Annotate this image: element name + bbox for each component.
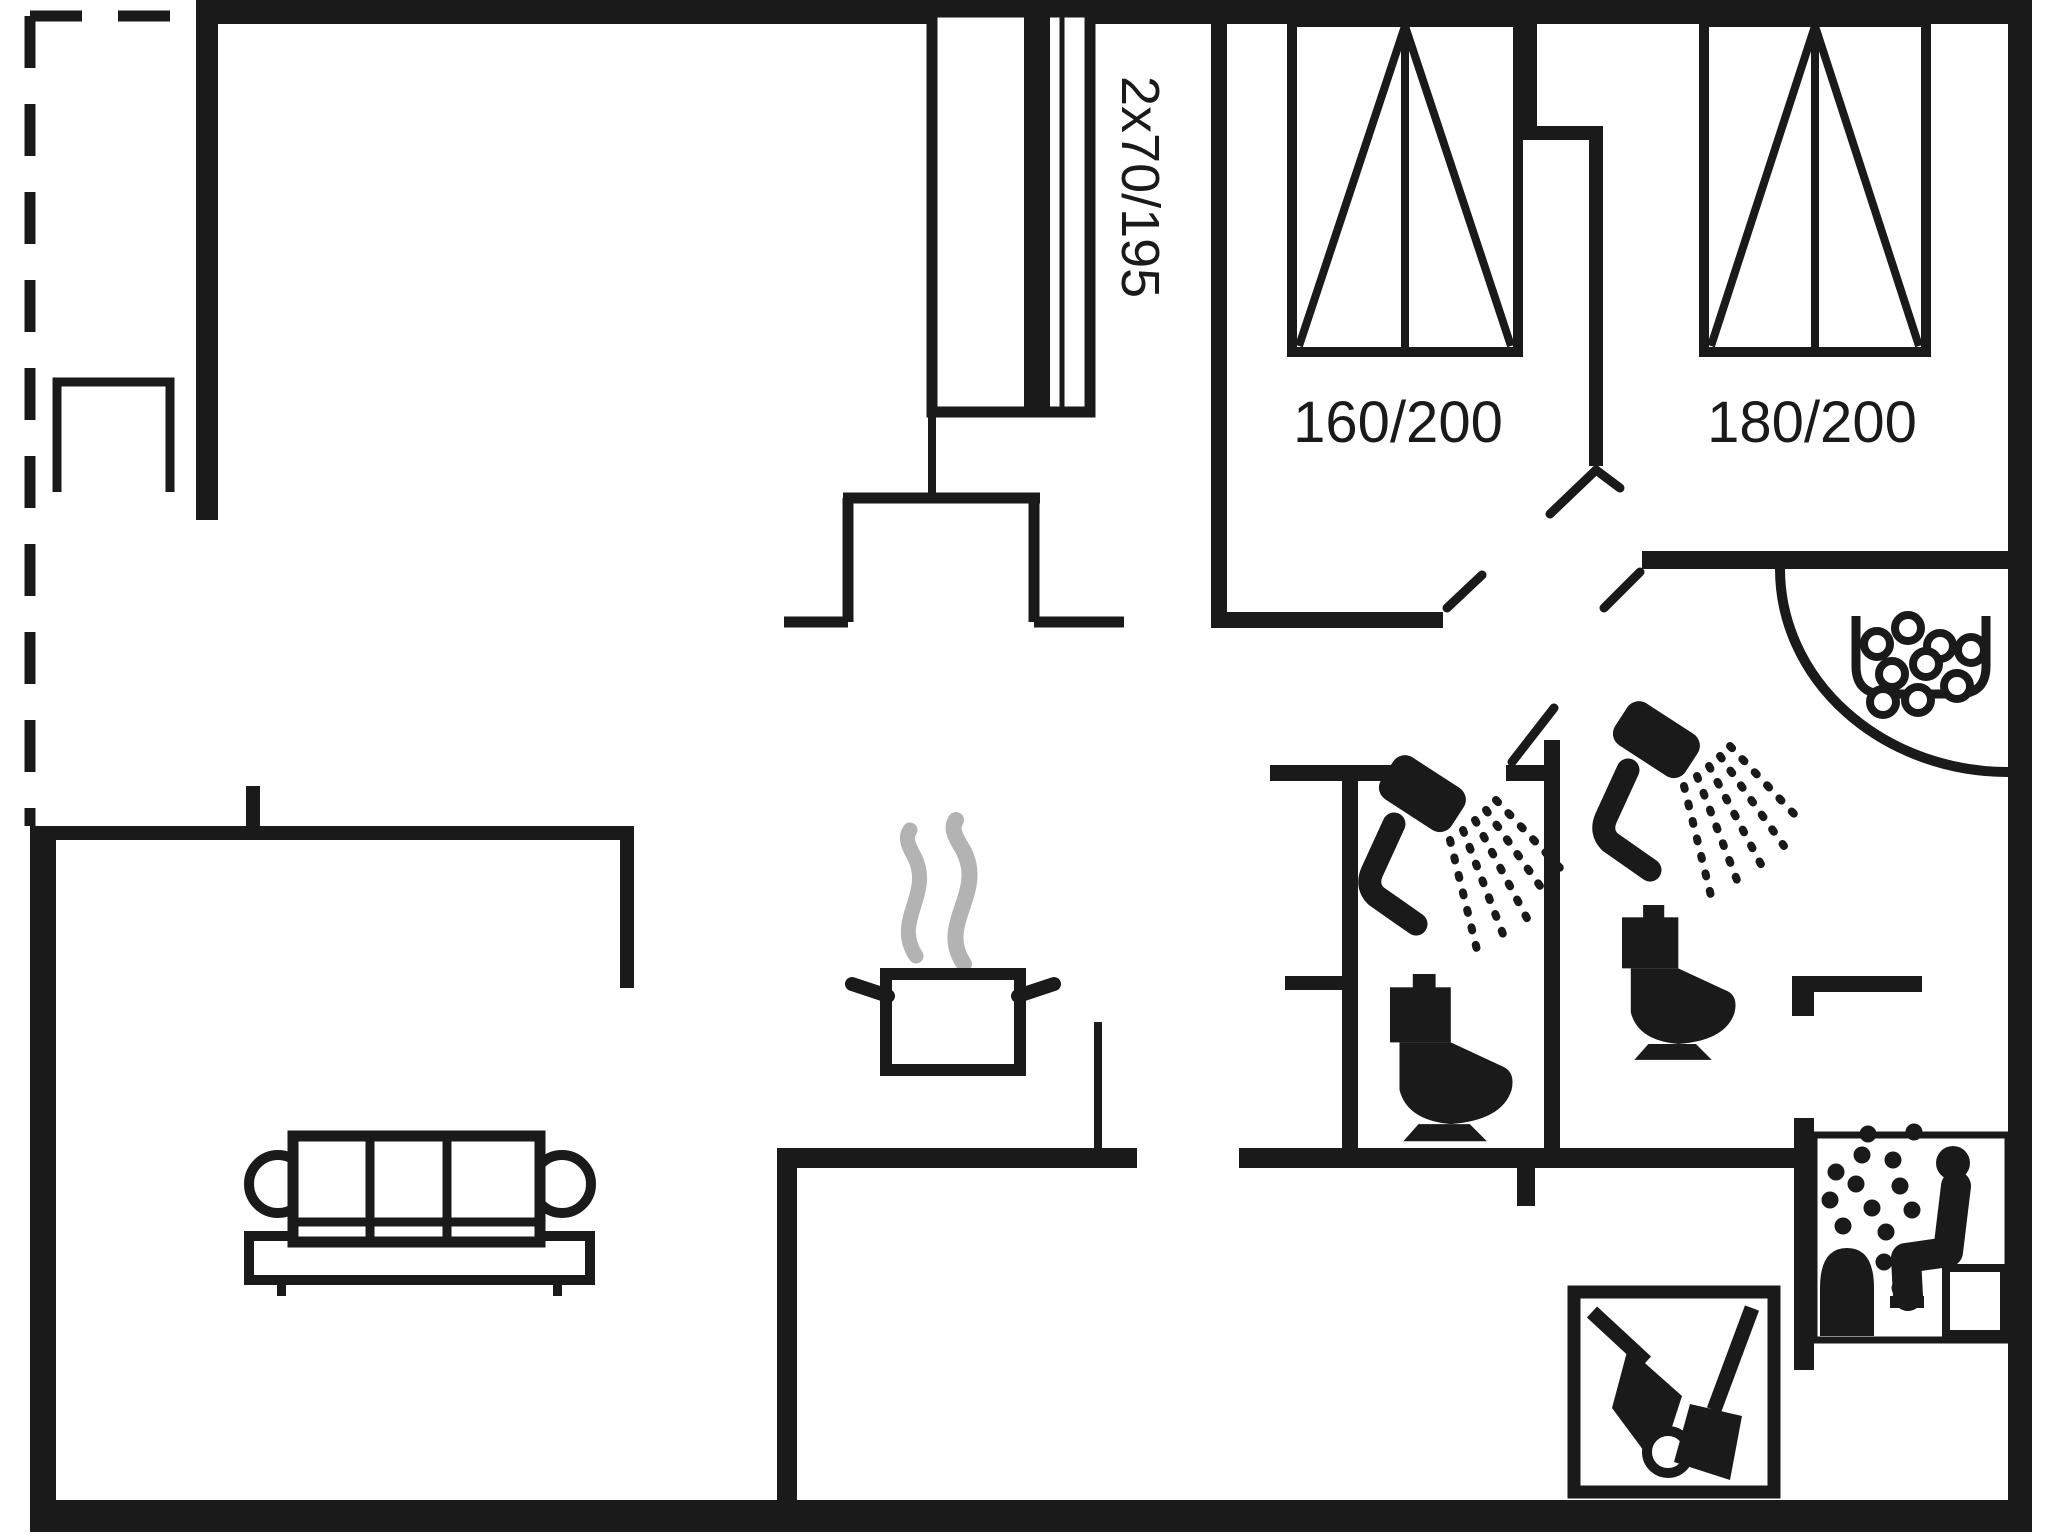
steam-swirl bbox=[945, 812, 978, 972]
outer-walls bbox=[30, 0, 2032, 1532]
wall-bedroom2-bottom bbox=[1642, 551, 2008, 569]
sauna-heater-icon bbox=[1820, 1248, 1874, 1336]
bunk-bed-icon bbox=[926, 6, 1096, 418]
shovel-handle bbox=[1586, 1306, 1652, 1368]
wall-bedrooms-upper bbox=[1523, 24, 1537, 134]
fireplace-icon bbox=[1567, 1285, 1781, 1499]
bunk-bed-size-label: 2x70/195 bbox=[1110, 76, 1170, 298]
broom-handle bbox=[1706, 1305, 1760, 1413]
wall-bath1-top-left bbox=[1270, 765, 1408, 781]
bunk-bed-ladder bbox=[1024, 17, 1050, 407]
door-swings bbox=[1442, 465, 1645, 767]
pot-handle bbox=[1011, 977, 1061, 1003]
pot-body bbox=[880, 968, 1026, 1076]
steam-swirl bbox=[899, 822, 927, 964]
wall-bath2-right bbox=[1792, 976, 1922, 992]
wall-kitchen-bottom-left bbox=[777, 1148, 1137, 1168]
wall-between-baths bbox=[1544, 740, 1560, 1160]
door-swing bbox=[1599, 567, 1645, 613]
wall-stub-bath bbox=[1517, 1148, 1535, 1206]
wall-sauna-left bbox=[1794, 1118, 1814, 1370]
wall-bedroom1-left bbox=[1211, 24, 1227, 628]
pot-handle bbox=[845, 977, 895, 1003]
double-bed-icon bbox=[1699, 17, 1931, 357]
wall-bottom bbox=[30, 1500, 2032, 1532]
whirlpool-bubbles bbox=[1860, 611, 1988, 719]
hall-spur-walls bbox=[784, 412, 1124, 628]
terrace-steps-icon bbox=[52, 377, 175, 492]
bed-size-label: 160/200 bbox=[1293, 390, 1503, 455]
whirlpool-arc bbox=[1775, 568, 2009, 777]
wall-bath1-tee bbox=[1285, 976, 1355, 990]
double-bed-icon bbox=[1287, 17, 1523, 357]
cooking-pot-icon bbox=[845, 812, 1061, 1076]
door-swing bbox=[1507, 703, 1559, 767]
wall-bedrooms-jog bbox=[1523, 126, 1603, 140]
broom-head bbox=[1674, 1404, 1742, 1480]
wall-kitchen-left bbox=[777, 1148, 797, 1510]
wall-bedroom1-bottom bbox=[1211, 612, 1443, 628]
wall-left-lower bbox=[30, 826, 56, 1532]
wall-bath2-stub bbox=[1792, 976, 1814, 1016]
sofa-icon bbox=[244, 1130, 596, 1296]
wall-living-right bbox=[620, 826, 634, 988]
wall-bath1-left bbox=[1342, 765, 1358, 1160]
wall-bedrooms-lower bbox=[1589, 126, 1603, 466]
door-swing bbox=[1442, 570, 1487, 613]
bunk-bed-outline bbox=[926, 6, 1096, 418]
door-swing bbox=[1545, 465, 1601, 519]
wall-left-upper bbox=[196, 0, 218, 520]
kitchen-counter-line bbox=[1094, 1022, 1102, 1152]
sofa-leg bbox=[277, 1280, 286, 1296]
wall-living-top bbox=[40, 826, 632, 840]
sauna-person-icon bbox=[1890, 1146, 1971, 1311]
sofa-leg bbox=[553, 1280, 562, 1296]
sauna-bench bbox=[1942, 1264, 2008, 1338]
wall-stub bbox=[246, 786, 260, 830]
interior-walls bbox=[40, 24, 2008, 1510]
whirlpool-tub-icon bbox=[1775, 568, 2009, 777]
terrace-boundary bbox=[24, 10, 196, 826]
door-swing bbox=[1591, 465, 1625, 493]
wall-right bbox=[2008, 0, 2032, 1532]
sauna-icon bbox=[1810, 1123, 2012, 1344]
wall-hall-bottom bbox=[1239, 1148, 1794, 1168]
bed-size-label: 180/200 bbox=[1707, 390, 1917, 455]
